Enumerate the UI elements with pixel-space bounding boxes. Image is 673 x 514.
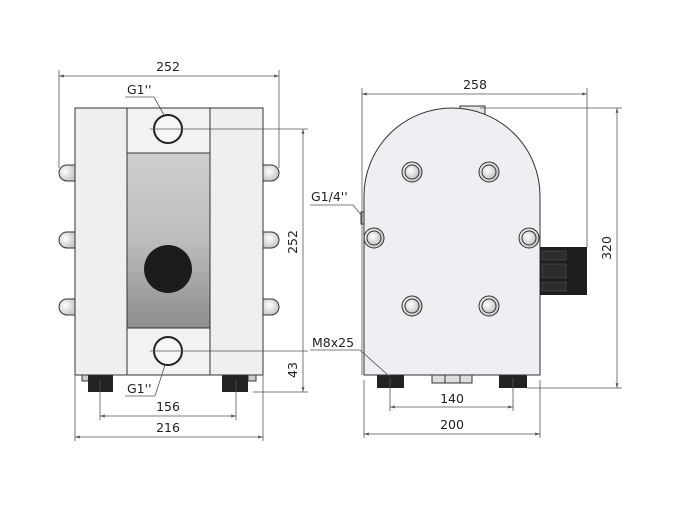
air-valve-connector <box>540 247 587 295</box>
air-port-fitting <box>360 211 365 225</box>
label-port-top: G1'' <box>127 82 152 97</box>
feet <box>377 374 527 388</box>
dim-port-height: 252 <box>285 230 300 254</box>
dim-width-top: 252 <box>156 59 180 74</box>
dim-overall-width: 216 <box>156 420 180 435</box>
dim-foot-spacing: 156 <box>156 399 180 414</box>
muffler <box>144 245 192 293</box>
center-window <box>126 152 211 329</box>
front-view: 252 252 43 156 216 G1'' G1'' <box>58 59 308 441</box>
right-plate <box>209 107 264 376</box>
label-air-port: G1/4'' <box>311 189 348 204</box>
dim-overall-height: 320 <box>599 236 614 260</box>
left-plate <box>74 107 128 376</box>
dim-overall-depth: 258 <box>463 77 487 92</box>
side-bolts <box>58 164 280 316</box>
label-mount-bolt: M8x25 <box>312 335 354 350</box>
dim-base-height: 43 <box>285 362 300 378</box>
side-dimension-lines <box>310 88 622 438</box>
label-port-bottom: G1'' <box>127 381 152 396</box>
dim-foot-spacing-side: 140 <box>440 391 464 406</box>
side-view: 258 320 140 200 G1/4'' M8x25 <box>310 77 622 438</box>
front-dimension-lines <box>58 70 308 441</box>
cover-bolts <box>363 161 540 317</box>
dim-body-width: 200 <box>440 417 464 432</box>
pump-body-side <box>363 107 541 376</box>
feet <box>81 374 257 392</box>
